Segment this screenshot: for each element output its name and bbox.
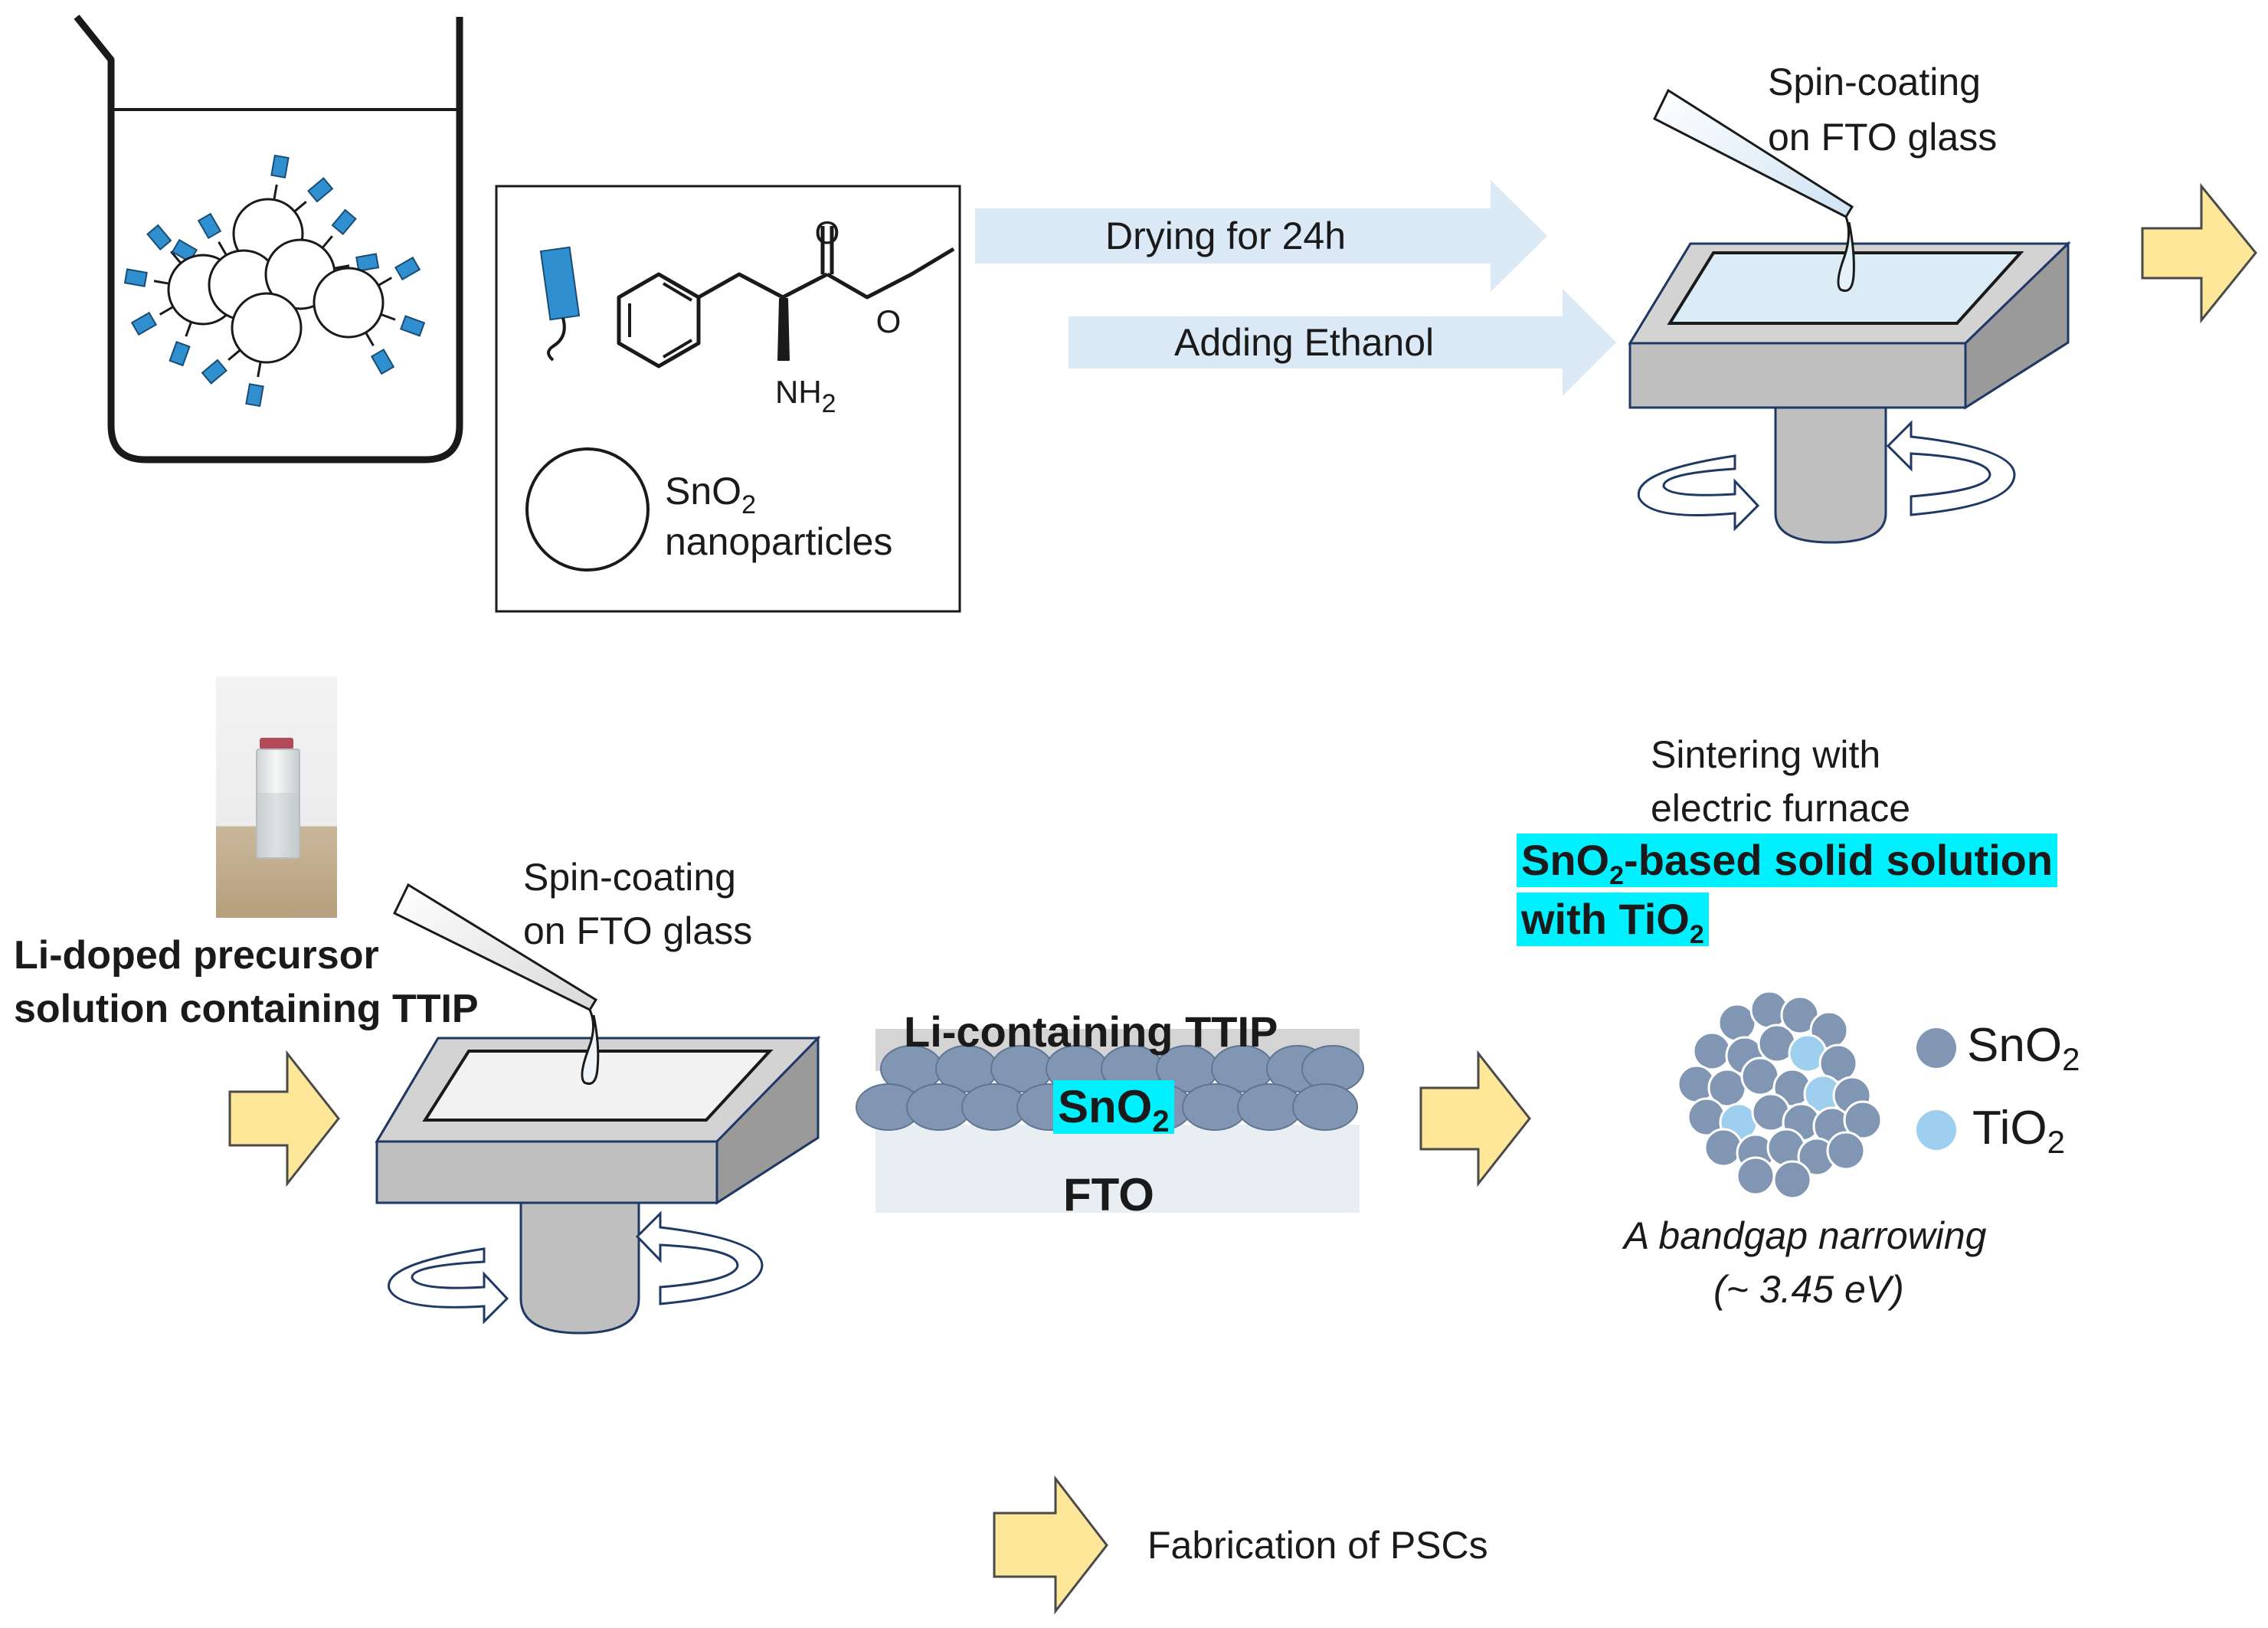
sno2-particle-symbol — [525, 447, 650, 572]
spin-coating-2-line1: Spin-coating — [523, 856, 736, 899]
layer-sno2-label: SnO2 — [1053, 1080, 1174, 1137]
bandgap-line1: A bandgap narrowing — [1624, 1214, 1987, 1257]
precursor-label-line2: solution containing TTIP — [14, 987, 479, 1031]
precursor-vial-photo — [216, 676, 337, 918]
ligand-head — [130, 311, 158, 336]
spin-coating-2-line2: on FTO glass — [523, 909, 753, 952]
spin-coater-1 — [1628, 241, 2071, 544]
ligand-tail — [170, 251, 182, 264]
ligand-head — [169, 341, 191, 367]
precursor-label-line1: Li-doped precursor — [14, 933, 379, 978]
yellow-arrow-middle — [1419, 1050, 1531, 1187]
yellow-arrow-bottom — [993, 1475, 1108, 1615]
ligand-head — [370, 348, 395, 375]
ethanol-label: Adding Ethanol — [1174, 321, 1435, 364]
sno2-layer-particle — [1292, 1083, 1358, 1131]
legend-amine-label: NH2 — [775, 374, 836, 418]
ligand-head — [146, 224, 172, 251]
ligand-tail — [334, 264, 350, 270]
tio2-legend-label: TiO2 — [1972, 1102, 2065, 1160]
beaker — [74, 15, 463, 464]
yellow-arrow-left — [228, 1050, 340, 1187]
functionalized-nanoparticle-cluster — [123, 154, 426, 408]
ligand-head — [201, 359, 227, 385]
sno2-particle — [1692, 1031, 1732, 1071]
yellow-arrow-top-right — [2141, 182, 2257, 324]
ligand-head — [123, 268, 148, 287]
solid-solution-line1: SnO2-based solid solution — [1517, 834, 2058, 889]
bandgap-line2: (~ 3.45 eV) — [1713, 1268, 1904, 1311]
sno2-nanoparticle — [231, 292, 303, 364]
solid-solution-line2: with TiO2 — [1517, 893, 1709, 948]
sno2-legend-dot — [1916, 1028, 1956, 1068]
ligand-tail — [365, 332, 375, 347]
ligand-tail — [159, 306, 174, 316]
legend-particle-label-1: SnO2 — [665, 470, 756, 519]
sno2-legend-label: SnO2 — [1967, 1019, 2080, 1077]
sno2-particle — [1826, 1131, 1866, 1171]
ligand-head — [307, 177, 334, 203]
layer-fto-label: FTO — [1063, 1169, 1154, 1220]
sintering-line1: Sintering with — [1651, 733, 1881, 776]
sintering-line2: electric furnace — [1651, 787, 1911, 830]
ligand-tail — [227, 349, 241, 361]
ligand-tail — [257, 362, 262, 378]
sno2-particle — [1772, 1160, 1812, 1200]
tio2-legend-dot — [1916, 1110, 1956, 1150]
ligand-head — [197, 212, 222, 240]
ligand-tail — [153, 280, 169, 285]
ligand-head — [394, 256, 421, 281]
pipette-1 — [1653, 88, 1855, 292]
ligand-head — [400, 315, 426, 337]
layer-ttip-label: Li-containing TTIP — [904, 1007, 1278, 1056]
ligand-tail — [293, 201, 307, 213]
sno2-nanoparticle — [313, 267, 385, 339]
sno2-particle — [1703, 1128, 1743, 1168]
carbonyl-oxygen-label: O — [815, 215, 840, 251]
spin-coating-1-line2: on FTO glass — [1768, 116, 1998, 159]
drying-label: Drying for 24h — [1105, 215, 1347, 257]
fabrication-psc-label: Fabrication of PSCs — [1147, 1524, 1488, 1567]
ligand-head — [355, 253, 380, 272]
legend-particle-label-2: nanoparticles — [665, 520, 893, 563]
ligand-tail — [273, 184, 278, 200]
vial-cap — [260, 738, 293, 749]
phenylalanine-methyl-ester-structure — [617, 226, 955, 369]
fto-glass-2 — [422, 1050, 774, 1122]
solid-solution-cluster — [1677, 990, 1883, 1200]
ligand-head — [331, 208, 357, 235]
spin-coating-1-line1: Spin-coating — [1768, 61, 1981, 103]
ligand-tail — [378, 277, 393, 287]
ligand-tail — [321, 235, 333, 249]
ligand-tail — [218, 241, 227, 256]
drying-arrow — [975, 180, 1547, 292]
ligand-icon — [539, 246, 581, 362]
ligand-tail — [380, 313, 396, 321]
ligand-head — [245, 383, 264, 408]
pipette-2 — [392, 883, 600, 1085]
sno2-particle — [1736, 1156, 1775, 1196]
ligand-tail — [185, 321, 193, 337]
ethanol-arrow — [1069, 289, 1616, 396]
fto-layer — [875, 1125, 1360, 1213]
spin-coater-2 — [375, 1035, 821, 1335]
ester-oxygen-label: O — [876, 303, 902, 339]
sno2-particle — [1843, 1100, 1883, 1140]
ligand-head — [270, 154, 290, 179]
vial-body — [256, 748, 300, 859]
